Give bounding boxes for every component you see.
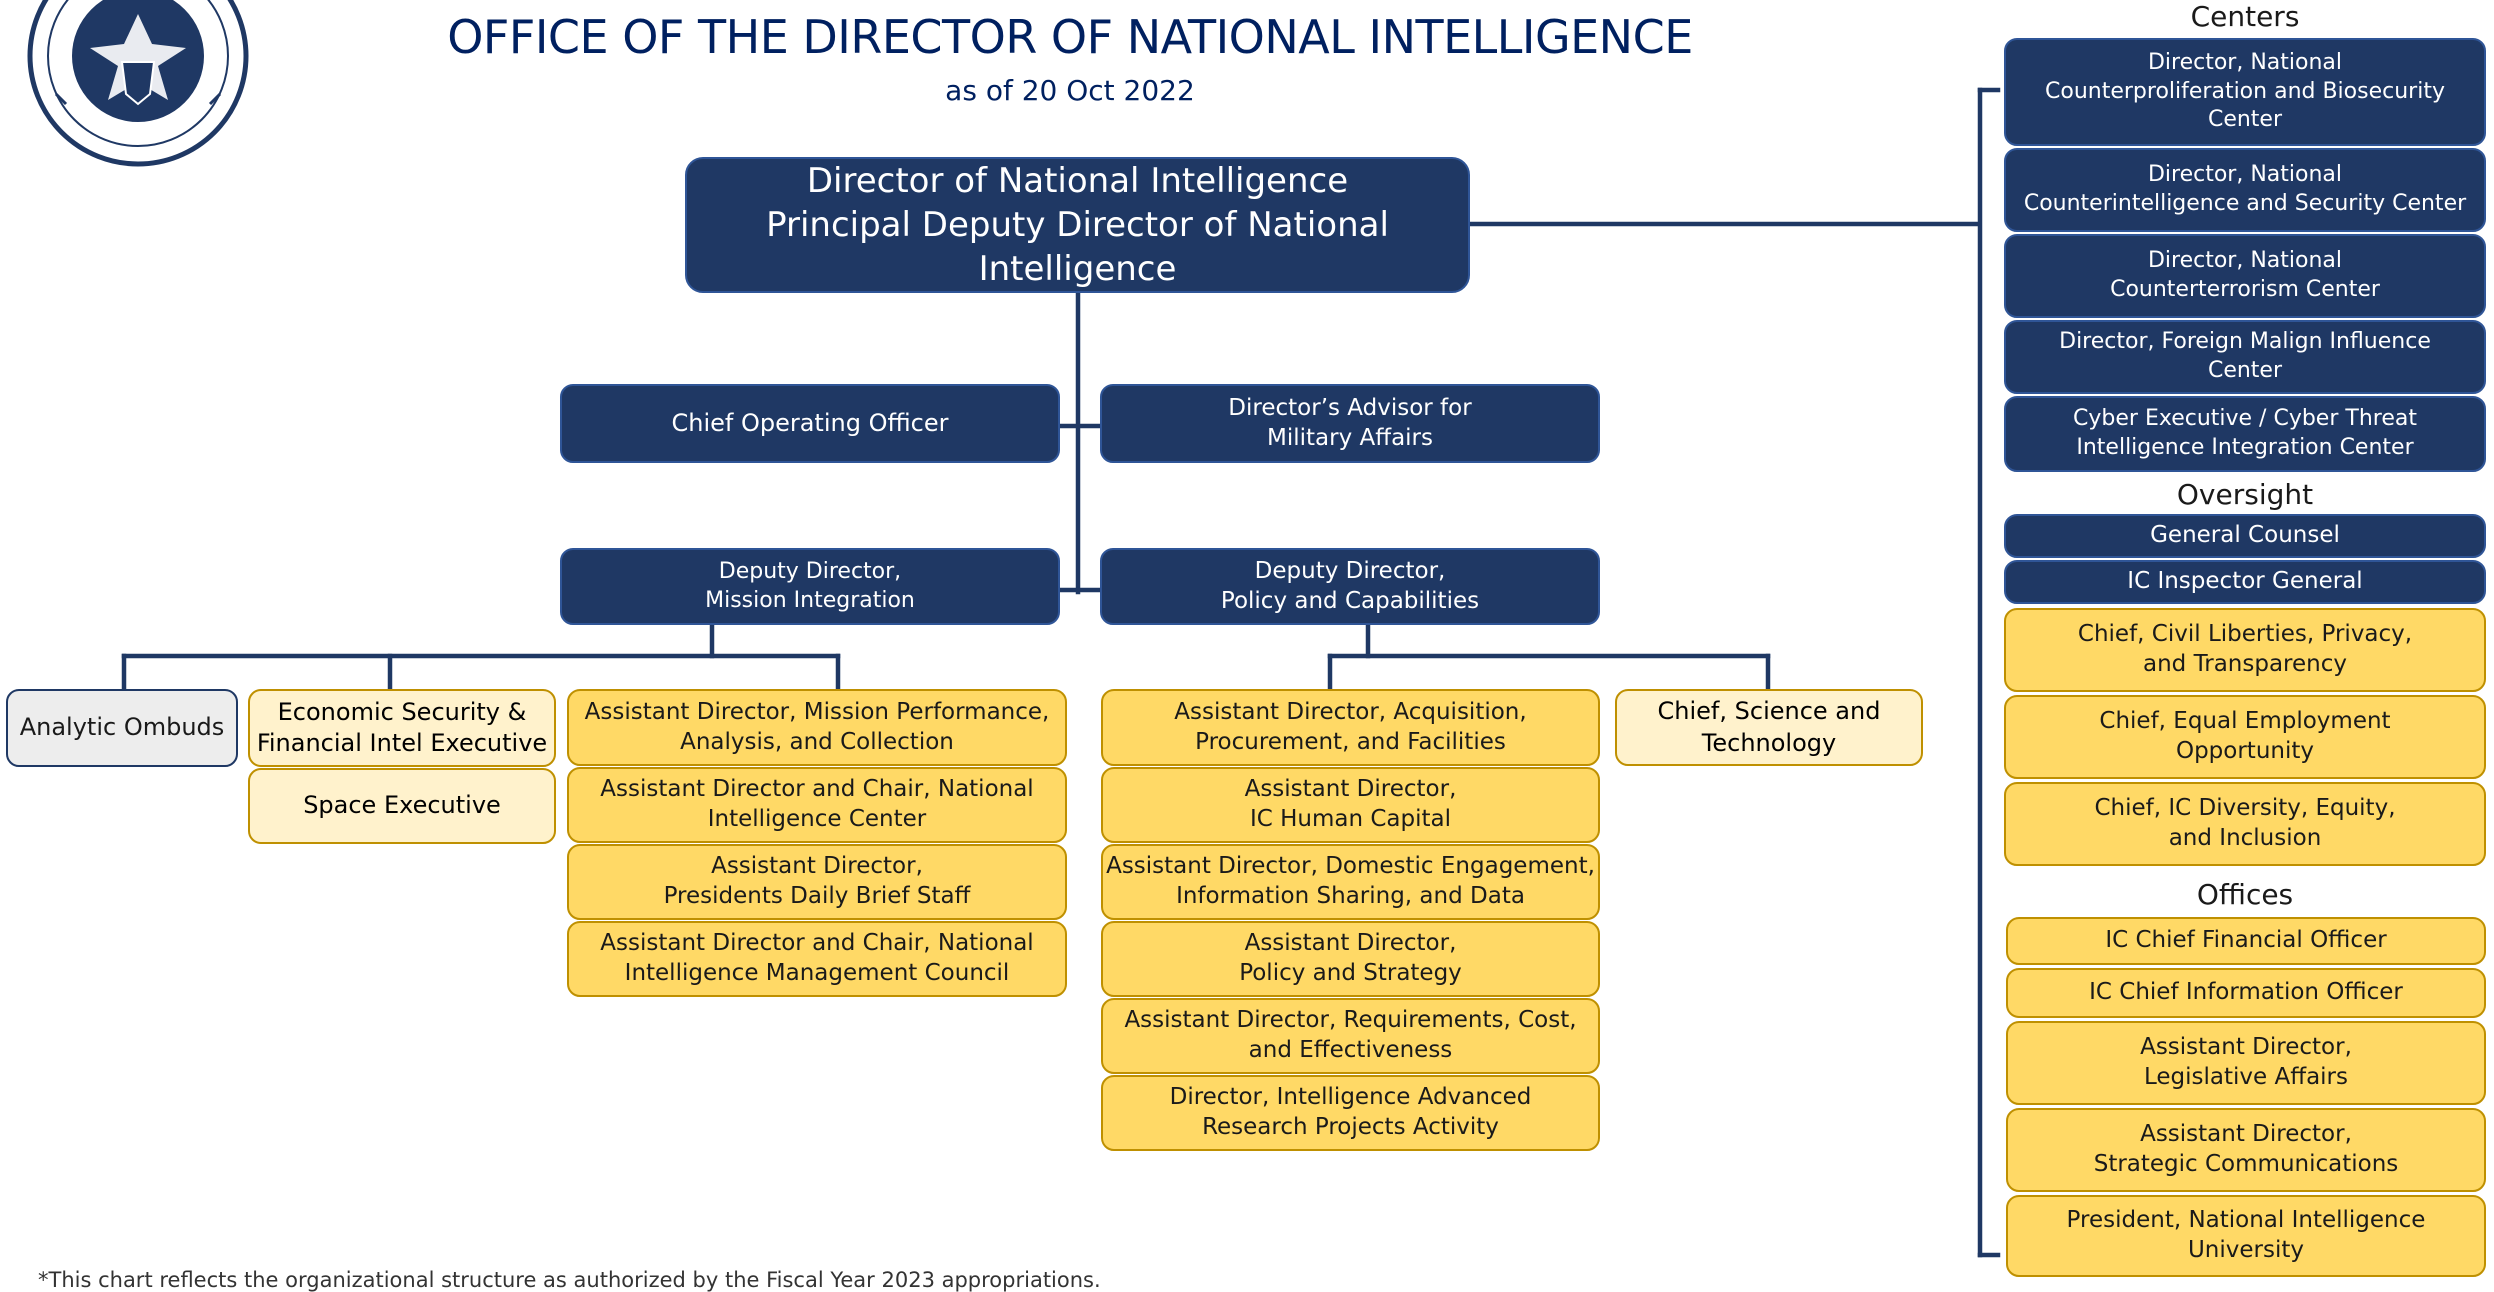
mi-ad-box[interactable]: Assistant Director, Mission Performance,… bbox=[567, 689, 1067, 766]
dni-box[interactable]: Director of National Intelligence Princi… bbox=[685, 157, 1470, 293]
dd-mission-integration-box[interactable]: Deputy Director, Mission Integration bbox=[560, 548, 1060, 625]
oversight-box[interactable]: IC Inspector General bbox=[2004, 560, 2486, 604]
odni-seal-icon bbox=[27, 0, 249, 167]
oversight-box[interactable]: Chief, Equal Employment Opportunity bbox=[2004, 695, 2486, 779]
pc-ad-box[interactable]: Assistant Director, IC Human Capital bbox=[1101, 767, 1600, 843]
center-box[interactable]: Director, National Counterintelligence a… bbox=[2004, 148, 2486, 232]
page-title: OFFICE OF THE DIRECTOR OF NATIONAL INTEL… bbox=[447, 10, 1693, 64]
footnote: *This chart reflects the organizational … bbox=[38, 1268, 1101, 1292]
centers-heading: Centers bbox=[2190, 0, 2300, 33]
oversight-box[interactable]: General Counsel bbox=[2004, 514, 2486, 558]
offices-heading: Offices bbox=[2196, 878, 2294, 911]
date-subtitle: as of 20 Oct 2022 bbox=[945, 74, 1195, 107]
office-box[interactable]: Assistant Director, Strategic Communicat… bbox=[2006, 1108, 2486, 1192]
center-box[interactable]: Director, National Counterterrorism Cent… bbox=[2004, 234, 2486, 318]
space-executive-box[interactable]: Space Executive bbox=[248, 768, 556, 844]
mi-ad-box[interactable]: Assistant Director and Chair, National I… bbox=[567, 767, 1067, 843]
office-box[interactable]: IC Chief Financial Officer bbox=[2006, 917, 2486, 965]
office-box[interactable]: IC Chief Information Officer bbox=[2006, 968, 2486, 1018]
military-affairs-box[interactable]: Director’s Advisor for Military Affairs bbox=[1100, 384, 1600, 463]
mi-ad-box[interactable]: Assistant Director, Presidents Daily Bri… bbox=[567, 844, 1067, 920]
pc-ad-box[interactable]: Assistant Director, Acquisition, Procure… bbox=[1101, 689, 1600, 766]
office-box[interactable]: President, National Intelligence Univers… bbox=[2006, 1195, 2486, 1277]
pc-ad-box[interactable]: Assistant Director, Requirements, Cost, … bbox=[1101, 998, 1600, 1074]
pc-ad-box[interactable]: Director, Intelligence Advanced Research… bbox=[1101, 1075, 1600, 1151]
office-box[interactable]: Assistant Director, Legislative Affairs bbox=[2006, 1021, 2486, 1105]
mi-ad-box[interactable]: Assistant Director and Chair, National I… bbox=[567, 921, 1067, 997]
pc-ad-box[interactable]: Assistant Director, Domestic Engagement,… bbox=[1101, 844, 1600, 920]
pc-ad-box[interactable]: Assistant Director, Policy and Strategy bbox=[1101, 921, 1600, 997]
dd-policy-capabilities-box[interactable]: Deputy Director, Policy and Capabilities bbox=[1100, 548, 1600, 625]
center-box[interactable]: Director, Foreign Malign Influence Cente… bbox=[2004, 320, 2486, 394]
econ-security-box[interactable]: Economic Security & Financial Intel Exec… bbox=[248, 689, 556, 767]
oversight-box[interactable]: Chief, IC Diversity, Equity, and Inclusi… bbox=[2004, 782, 2486, 866]
analytic-ombuds-box[interactable]: Analytic Ombuds bbox=[6, 689, 238, 767]
oversight-box[interactable]: Chief, Civil Liberties, Privacy, and Tra… bbox=[2004, 608, 2486, 692]
center-box[interactable]: Cyber Executive / Cyber Threat Intellige… bbox=[2004, 396, 2486, 472]
center-box[interactable]: Director, National Counterproliferation … bbox=[2004, 38, 2486, 146]
coo-box[interactable]: Chief Operating Officer bbox=[560, 384, 1060, 463]
oversight-heading: Oversight bbox=[2176, 478, 2314, 511]
science-technology-box[interactable]: Chief, Science and Technology bbox=[1615, 689, 1923, 766]
